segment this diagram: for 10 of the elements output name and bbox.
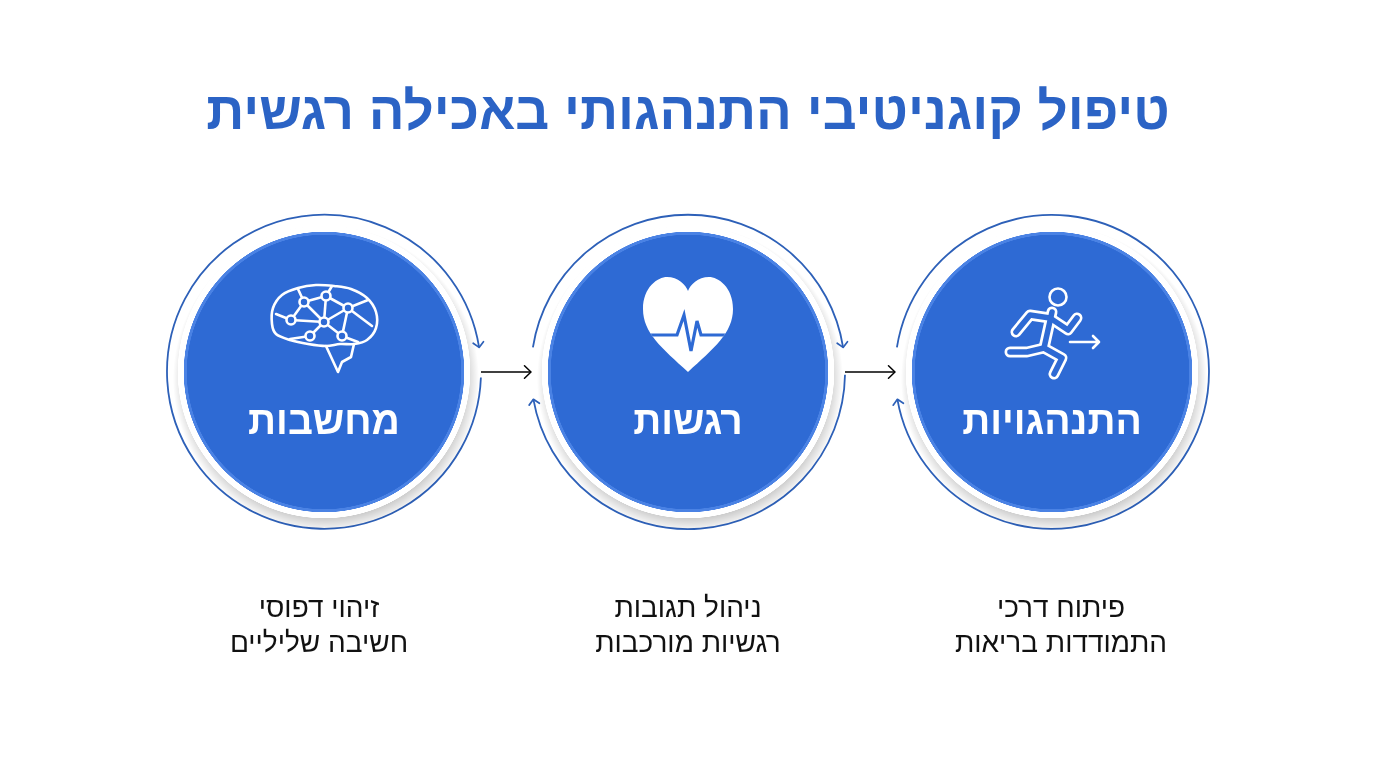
title: טיפול קוגניטיבי התנהגותי באכילה רגשית	[206, 80, 1170, 142]
circle-label: התנהגויות	[962, 398, 1142, 444]
circle-label: רגשות	[633, 398, 743, 444]
curved-arrow	[532, 213, 848, 349]
description-text: זיהוי דפוסי חשיבה שליליים	[228, 591, 410, 660]
description-text: ניהול תגובות רגשיות מורכבות	[594, 591, 782, 660]
arrow	[844, 365, 896, 379]
arrow	[480, 365, 532, 379]
circle-label: מחשבות	[248, 398, 400, 444]
description-text: פיתוח דרכי התמודדות בריאות	[953, 591, 1169, 660]
